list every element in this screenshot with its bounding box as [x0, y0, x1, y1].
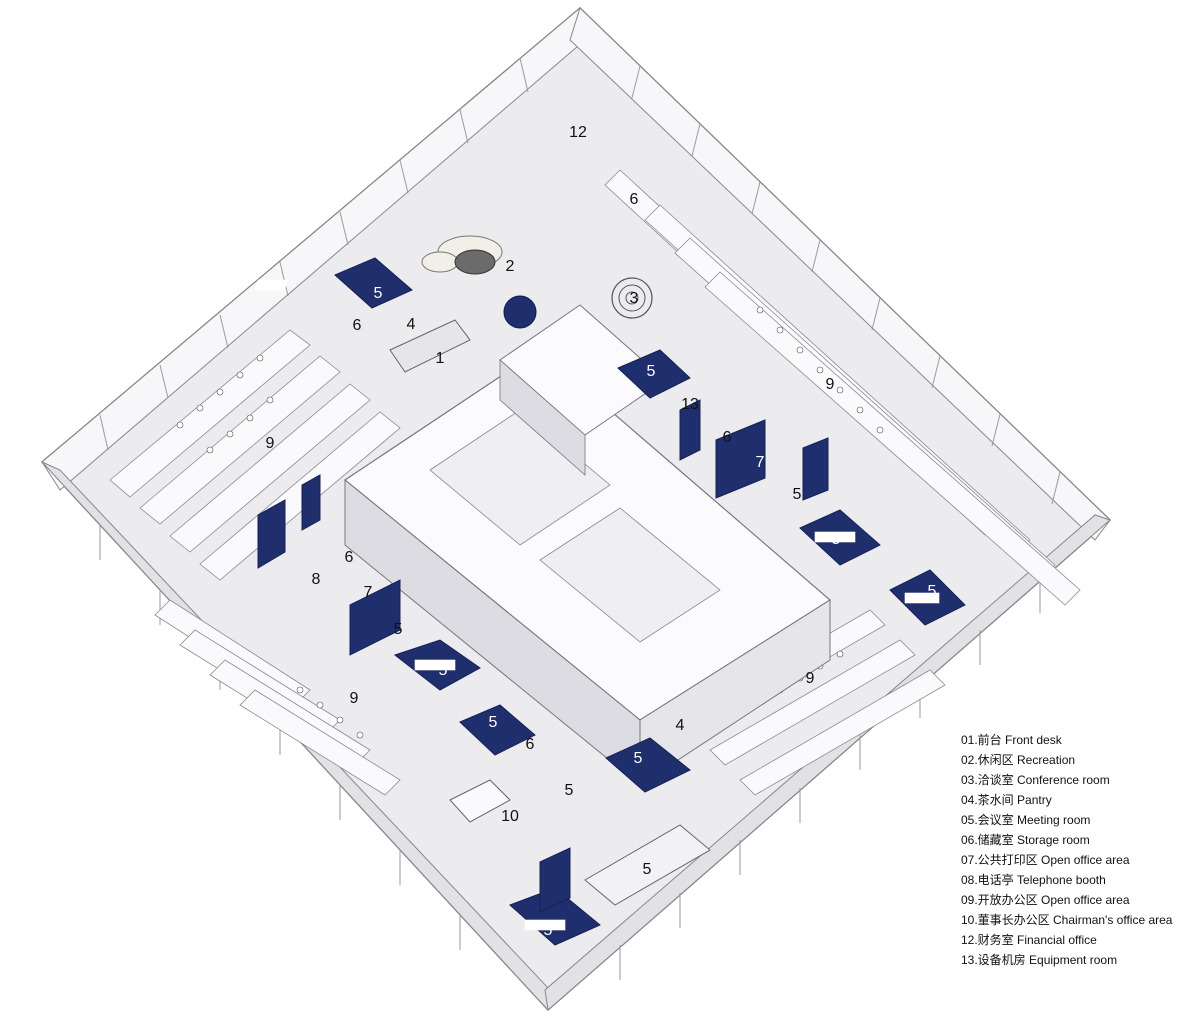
- room-label-9: 9: [805, 670, 815, 687]
- room-label-3: 3: [629, 290, 639, 307]
- front-desk: [389, 319, 471, 373]
- room-label-5: 5: [543, 922, 553, 939]
- room-label-9: 9: [265, 435, 275, 452]
- room-label-5: 5: [646, 363, 656, 380]
- room-label-6: 6: [352, 317, 362, 334]
- room-label-13: 13: [681, 396, 699, 413]
- room-label-12: 12: [569, 124, 587, 141]
- room-label-10: 10: [501, 808, 519, 825]
- room-label-5: 5: [792, 486, 802, 503]
- room-label-9: 9: [349, 690, 359, 707]
- room-label-5: 5: [393, 621, 403, 638]
- room-label-5: 5: [373, 285, 383, 302]
- room-label-5: 5: [564, 782, 574, 799]
- desk-banks: [109, 169, 1081, 796]
- legend-item-recreation: 02.休闲区 Recreation: [961, 753, 1076, 767]
- room-label-2: 2: [505, 258, 515, 275]
- legend-item-storage-room: 06.储藏室 Storage room: [961, 833, 1090, 847]
- room-label-6: 6: [629, 191, 639, 208]
- legend-item-conference-room: 03.洽谈室 Conference room: [961, 773, 1110, 787]
- room-label-7: 7: [755, 454, 765, 471]
- legend-item-telephone-booth: 08.电话亭 Telephone booth: [961, 873, 1106, 887]
- recreation-furniture: [421, 235, 653, 329]
- room-label-7: 7: [363, 584, 373, 601]
- room-label-5: 5: [642, 861, 652, 878]
- legend-item-equipment-room: 13.设备机房 Equipment room: [961, 953, 1118, 967]
- facade-northeast: [569, 7, 1111, 541]
- boardroom-table: [584, 824, 711, 906]
- legend-item-pantry: 04.茶水间 Pantry: [961, 793, 1052, 807]
- legend-item-chairmans-office: 10.董事长办公区 Chairman's office area: [961, 913, 1173, 927]
- room-label-5: 5: [633, 750, 643, 767]
- room-label-4: 4: [406, 316, 416, 333]
- room-label-4: 4: [675, 717, 685, 734]
- legend-item-open-office: 09.开放办公区 Open office area: [961, 893, 1130, 907]
- meeting-tables: [254, 279, 940, 931]
- room-label-9: 9: [825, 376, 835, 393]
- room-label-5: 5: [831, 531, 841, 548]
- legend-item-front-desk: 01.前台 Front desk: [961, 733, 1062, 747]
- room-label-6: 6: [344, 549, 354, 566]
- legend-item-print-area: 07.公共打印区 Open office area: [961, 853, 1130, 867]
- room-label-5: 5: [927, 583, 937, 600]
- chairmans-desk: [449, 779, 511, 823]
- room-label-6: 6: [722, 429, 732, 446]
- room-label-1: 1: [435, 350, 445, 367]
- room-label-6: 6: [525, 736, 535, 753]
- room-legend: 01.前台 Front desk 02.休闲区 Recreation 03.洽谈…: [961, 730, 1197, 970]
- room-label-8: 8: [311, 571, 321, 588]
- legend-item-meeting-room: 05.会议室 Meeting room: [961, 813, 1091, 827]
- room-label-5: 5: [488, 714, 498, 731]
- legend-item-financial-office: 12.财务室 Financial office: [961, 933, 1097, 947]
- room-label-5: 5: [438, 662, 448, 679]
